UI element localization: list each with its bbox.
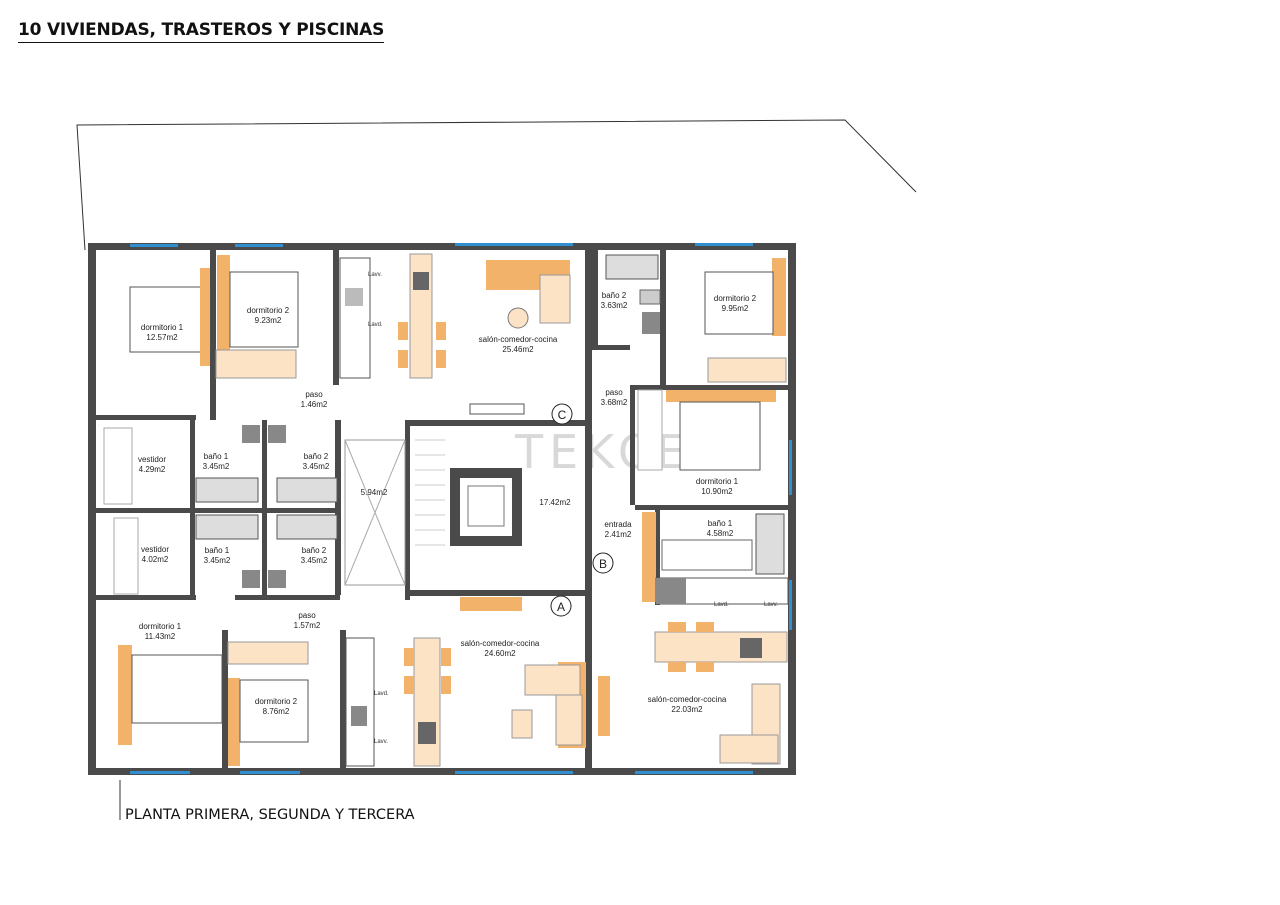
svg-text:paso: paso bbox=[305, 390, 323, 399]
svg-text:3.45m2: 3.45m2 bbox=[203, 462, 230, 471]
room-bl-salon: salón-comedor-cocina 24.60m2 bbox=[461, 639, 540, 658]
svg-text:vestidor: vestidor bbox=[141, 545, 169, 554]
svg-text:4.02m2: 4.02m2 bbox=[142, 555, 169, 564]
plan-title: 10 VIVIENDAS, TRASTEROS Y PISCINAS bbox=[18, 20, 384, 43]
windows bbox=[130, 243, 792, 774]
room-bl-bano2: baño 2 3.45m2 bbox=[301, 546, 328, 565]
room-r-dorm2: dormitorio 2 9.95m2 bbox=[714, 294, 757, 313]
svg-text:3.63m2: 3.63m2 bbox=[601, 301, 628, 310]
room-r-dorm1: dormitorio 1 10.90m2 bbox=[696, 477, 739, 496]
svg-text:4.58m2: 4.58m2 bbox=[707, 529, 734, 538]
room-r-salon: salón-comedor-cocina 22.03m2 bbox=[648, 695, 727, 714]
svg-text:paso: paso bbox=[605, 388, 623, 397]
unit-mark-a-label: A bbox=[557, 600, 565, 614]
svg-text:salón-comedor-cocina: salón-comedor-cocina bbox=[479, 335, 558, 344]
room-tl-paso: paso 1.46m2 bbox=[301, 390, 328, 409]
svg-text:dormitorio 1: dormitorio 1 bbox=[696, 477, 739, 486]
label-lavv-bl: Lavv. bbox=[374, 739, 388, 745]
svg-text:paso: paso bbox=[298, 611, 316, 620]
stair-core bbox=[344, 439, 522, 586]
svg-text:11.43m2: 11.43m2 bbox=[145, 632, 176, 641]
svg-text:24.60m2: 24.60m2 bbox=[484, 649, 516, 658]
svg-text:baño 2: baño 2 bbox=[602, 291, 627, 300]
svg-text:25.46m2: 25.46m2 bbox=[502, 345, 534, 354]
unit-mark-c-label: C bbox=[558, 408, 567, 422]
room-tl-vestidor: vestidor 4.29m2 bbox=[138, 455, 166, 474]
svg-text:1.57m2: 1.57m2 bbox=[294, 621, 321, 630]
svg-text:dormitorio 2: dormitorio 2 bbox=[255, 697, 298, 706]
svg-text:10.90m2: 10.90m2 bbox=[701, 487, 733, 496]
unit-mark-c: C bbox=[551, 403, 573, 425]
svg-text:3.45m2: 3.45m2 bbox=[301, 556, 328, 565]
svg-text:4.29m2: 4.29m2 bbox=[139, 465, 166, 474]
svg-text:dormitorio 1: dormitorio 1 bbox=[139, 622, 182, 631]
svg-text:salón-comedor-cocina: salón-comedor-cocina bbox=[461, 639, 540, 648]
label-lavv: Lavv. bbox=[368, 272, 382, 278]
plan-subtitle: PLANTA PRIMERA, SEGUNDA Y TERCERA bbox=[125, 807, 415, 823]
room-tl-salon: salón-comedor-cocina 25.46m2 bbox=[479, 335, 558, 354]
room-lift: 5.94m2 bbox=[361, 488, 388, 497]
svg-text:baño 2: baño 2 bbox=[302, 546, 327, 555]
svg-text:1.46m2: 1.46m2 bbox=[301, 400, 328, 409]
svg-text:3.68m2: 3.68m2 bbox=[601, 398, 628, 407]
room-tl-bano2: baño 2 3.45m2 bbox=[303, 452, 330, 471]
unit-mark-a: A bbox=[550, 595, 572, 617]
exterior-walls bbox=[88, 243, 796, 775]
room-bl-dorm2: dormitorio 2 8.76m2 bbox=[255, 697, 298, 716]
svg-text:3.45m2: 3.45m2 bbox=[303, 462, 330, 471]
svg-text:9.23m2: 9.23m2 bbox=[255, 316, 282, 325]
svg-text:baño 1: baño 1 bbox=[205, 546, 230, 555]
room-tl-bano1: baño 1 3.45m2 bbox=[203, 452, 230, 471]
room-core: 17.42m2 bbox=[539, 498, 571, 507]
svg-text:2.41m2: 2.41m2 bbox=[605, 530, 632, 539]
label-lavd-bl: Lavd. bbox=[374, 691, 389, 697]
room-r-bano1: baño 1 4.58m2 bbox=[707, 519, 734, 538]
svg-text:dormitorio 2: dormitorio 2 bbox=[247, 306, 290, 315]
svg-text:vestidor: vestidor bbox=[138, 455, 166, 464]
unit-mark-b: B bbox=[592, 552, 614, 574]
svg-text:baño 2: baño 2 bbox=[304, 452, 329, 461]
svg-text:dormitorio 2: dormitorio 2 bbox=[714, 294, 757, 303]
room-bl-vestidor: vestidor 4.02m2 bbox=[141, 545, 169, 564]
label-lavd: Lavd. bbox=[368, 322, 383, 328]
label-lavv-r: Lavv. bbox=[764, 602, 778, 608]
unit-mark-b-label: B bbox=[599, 557, 607, 571]
svg-text:5.94m2: 5.94m2 bbox=[361, 488, 388, 497]
room-bl-bano1: baño 1 3.45m2 bbox=[204, 546, 231, 565]
room-tl-dorm2: dormitorio 2 9.23m2 bbox=[247, 306, 290, 325]
svg-text:8.76m2: 8.76m2 bbox=[263, 707, 290, 716]
watermark: TEKCE bbox=[514, 425, 691, 479]
svg-text:baño 1: baño 1 bbox=[204, 452, 229, 461]
svg-text:22.03m2: 22.03m2 bbox=[671, 705, 703, 714]
furniture bbox=[103, 253, 789, 767]
plot-boundary bbox=[76, 119, 917, 251]
svg-text:17.42m2: 17.42m2 bbox=[539, 498, 571, 507]
room-tl-dorm1: dormitorio 1 12.57m2 bbox=[141, 323, 184, 342]
room-r-entrada: entrada 2.41m2 bbox=[604, 520, 632, 539]
svg-text:12.57m2: 12.57m2 bbox=[146, 333, 178, 342]
room-r-paso: paso 3.68m2 bbox=[601, 388, 628, 407]
room-bl-paso: paso 1.57m2 bbox=[294, 611, 321, 630]
interior-walls bbox=[96, 245, 790, 770]
svg-text:salón-comedor-cocina: salón-comedor-cocina bbox=[648, 695, 727, 704]
svg-text:9.95m2: 9.95m2 bbox=[722, 304, 749, 313]
label-lavd-r: Lavd. bbox=[714, 602, 729, 608]
room-bl-dorm1: dormitorio 1 11.43m2 bbox=[139, 622, 182, 641]
svg-text:baño 1: baño 1 bbox=[708, 519, 733, 528]
svg-text:entrada: entrada bbox=[604, 520, 632, 529]
room-r-bano2: baño 2 3.63m2 bbox=[601, 291, 628, 310]
svg-text:dormitorio 1: dormitorio 1 bbox=[141, 323, 184, 332]
svg-text:3.45m2: 3.45m2 bbox=[204, 556, 231, 565]
